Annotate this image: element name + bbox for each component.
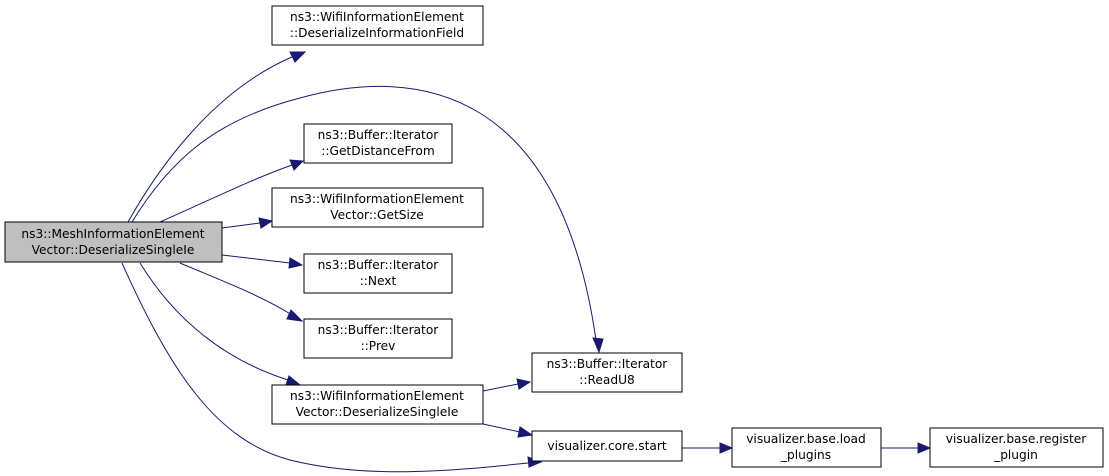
node-label-line-2: ::Prev	[361, 339, 396, 353]
node-label-line-1: ns3::WifiInformationElement	[290, 192, 464, 206]
edge-root-to-core-start	[121, 262, 529, 473]
edge-root-to-read-u8	[131, 85, 597, 341]
arrowhead-register-plugin	[917, 442, 932, 454]
node-label-line-2: _plugins	[780, 448, 831, 462]
arrowhead-get-size	[258, 217, 274, 229]
edge-root-to-wifi-deserialize-single-ie	[139, 262, 289, 381]
edge-root-to-next	[221, 254, 291, 264]
node-wifi-deserialize-single-ie[interactable]: ns3::WifiInformationElement Vector::Dese…	[271, 384, 484, 425]
node-mesh-deserialize-single-ie[interactable]: ns3::MeshInformationElement Vector::Dese…	[4, 221, 223, 263]
node-core-start[interactable]: visualizer.core.start	[531, 430, 683, 462]
node-label-line-2: ::ReadU8	[579, 373, 635, 387]
edge-root-to-get-size	[221, 222, 261, 229]
edge-root-to-deserialize-information-field	[127, 56, 293, 223]
node-label-line-2: ::DeserializeInformationField	[290, 26, 464, 40]
node-label-line-1: visualizer.base.register	[946, 432, 1087, 446]
edge-root-to-get-distance-from	[159, 164, 293, 223]
arrowhead-next	[288, 257, 304, 269]
node-register-plugin[interactable]: visualizer.base.register _plugin	[929, 427, 1104, 468]
node-label-line-2: Vector::GetSize	[330, 208, 424, 222]
node-label-line-1: visualizer.core.start	[547, 439, 666, 453]
node-label-line-1: ns3::Buffer::Iterator	[318, 258, 440, 272]
node-label-line-1: ns3::MeshInformationElement	[21, 227, 204, 241]
node-label-line-1: visualizer.base.load	[746, 432, 866, 446]
node-load-plugins[interactable]: visualizer.base.load _plugins	[731, 427, 882, 468]
node-label-line-2: Vector::DeserializeSingleIe	[296, 405, 459, 419]
arrowhead-read-u8-top	[592, 337, 604, 354]
node-label-line-2: ::GetDistanceFrom	[321, 144, 434, 158]
edge-wifi-deserialize-to-read-u8	[482, 383, 519, 392]
arrowhead-core-start-from-wifi	[517, 426, 534, 438]
arrowhead-read-u8-left	[516, 378, 532, 390]
edge-root-to-prev	[179, 262, 293, 316]
node-label-line-2: _plugin	[993, 448, 1038, 462]
node-label-line-2: ::Next	[360, 274, 397, 288]
arrowhead-get-distance-from	[289, 159, 305, 171]
node-label-line-1: ns3::WifiInformationElement	[290, 389, 464, 403]
edges	[121, 51, 932, 473]
arrowhead-wifi-deserialize-single-ie	[285, 375, 302, 386]
node-prev[interactable]: ns3::Buffer::Iterator ::Prev	[303, 318, 453, 359]
node-read-u8[interactable]: ns3::Buffer::Iterator ::ReadU8	[531, 352, 683, 393]
node-label-line-1: ns3::Buffer::Iterator	[318, 323, 440, 337]
node-get-distance-from[interactable]: ns3::Buffer::Iterator ::GetDistanceFrom	[303, 123, 453, 164]
node-get-size[interactable]: ns3::WifiInformationElement Vector::GetS…	[271, 187, 484, 228]
node-next[interactable]: ns3::Buffer::Iterator ::Next	[303, 253, 453, 294]
arrowhead-deserialize-information-field	[289, 51, 307, 63]
node-deserialize-information-field[interactable]: ns3::WifiInformationElement ::Deserializ…	[271, 5, 484, 46]
node-label-line-1: ns3::Buffer::Iterator	[547, 357, 669, 371]
node-label-line-2: Vector::DeserializeSingleIe	[32, 243, 195, 257]
edge-wifi-deserialize-to-core-start	[482, 423, 521, 433]
node-label-line-1: ns3::WifiInformationElement	[290, 10, 464, 24]
arrowhead-load-plugins	[719, 442, 734, 454]
node-label-line-1: ns3::Buffer::Iterator	[318, 128, 440, 142]
arrowhead-prev	[286, 309, 304, 322]
